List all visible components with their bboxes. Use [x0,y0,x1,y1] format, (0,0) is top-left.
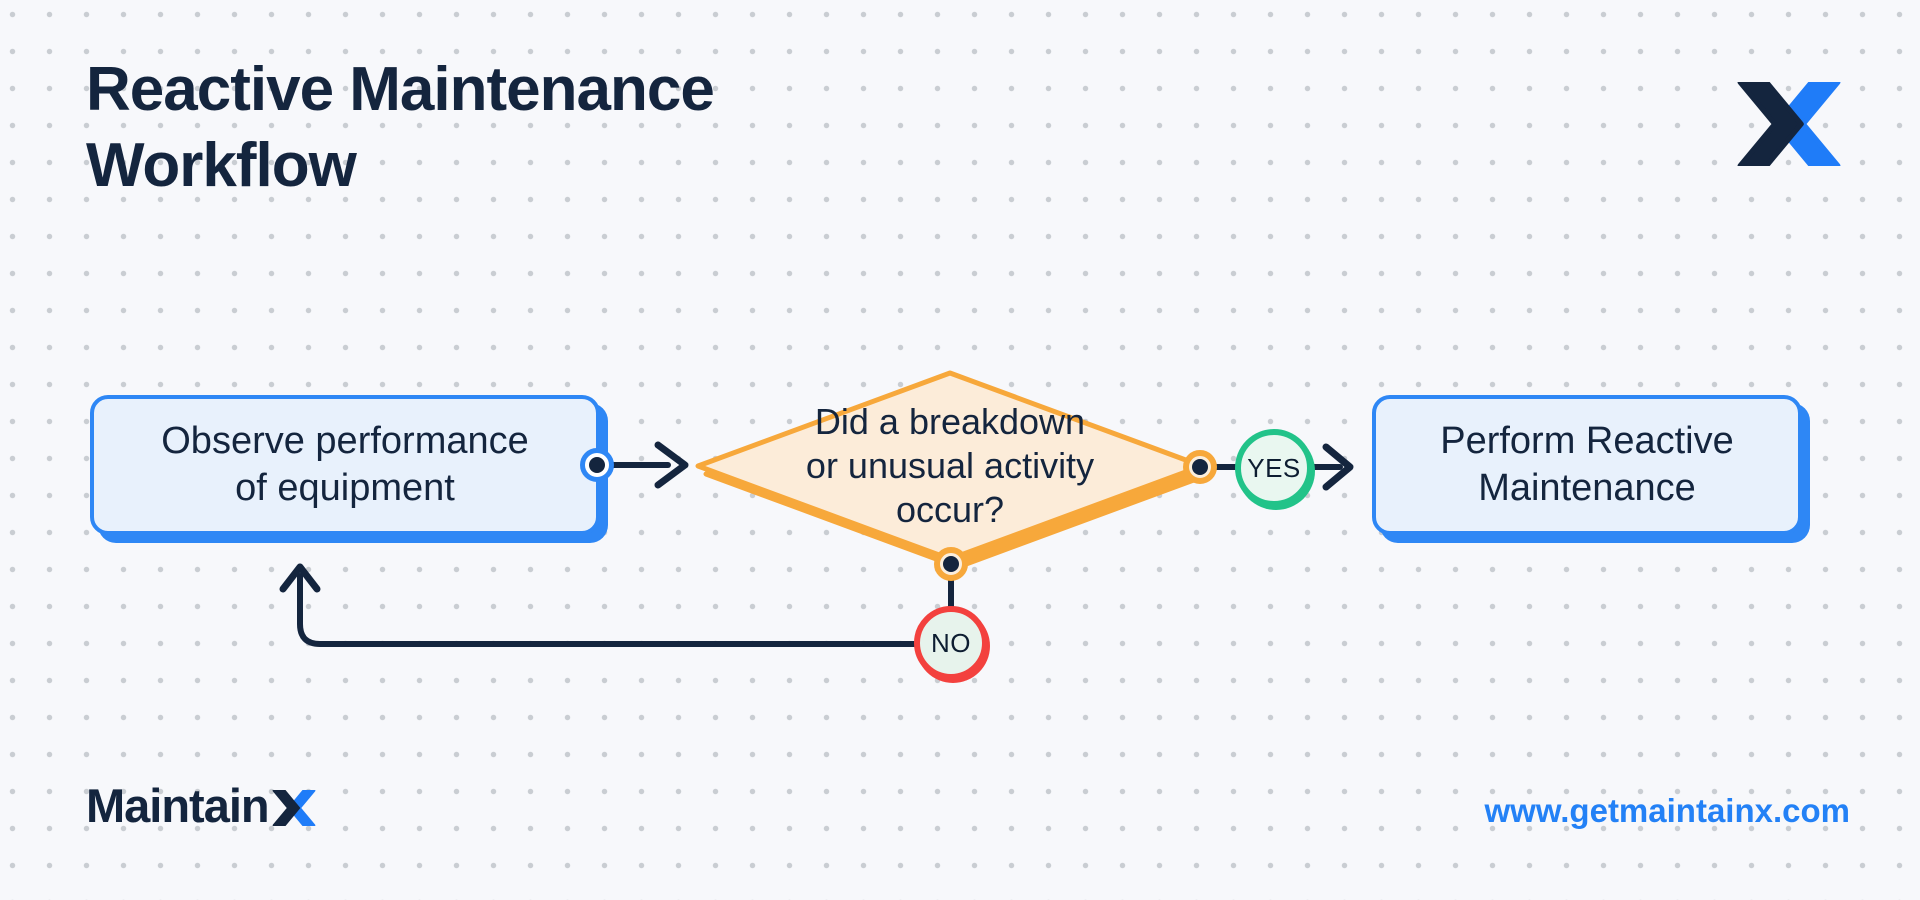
port-dot-icon [1192,459,1208,475]
page-title: Reactive Maintenance Workflow [86,52,715,204]
brand-x-navy-chevron [272,789,300,826]
yes-to-perform-arrowhead-icon [1322,443,1354,491]
no-badge-label: NO [931,627,971,658]
observe-label-line1: Observe performance [161,420,529,462]
no-badge: NO [914,606,988,680]
port-dot-icon [943,556,959,572]
observe-output-port-icon [580,448,614,482]
perform-label-line1: Perform Reactive [1440,420,1734,462]
decision-label-line1: Did a breakdown [814,401,1086,442]
page-title-line2: Workflow [86,131,357,200]
brand-wordmark: Maintain [86,778,316,833]
observe-to-decision-arrowhead-icon [654,441,689,489]
no-return-line [297,573,917,647]
flow-decision-label: Did a breakdown or unusual activity occu… [760,400,1140,532]
decision-no-port-icon [934,547,968,581]
maintainx-x-logo-icon [1736,79,1842,169]
x-logo-svg [1737,79,1841,169]
flow-node-perform: Perform Reactive Maintenance [1372,395,1802,535]
yes-badge-label: YES [1247,452,1301,483]
brand-x-icon [272,789,315,826]
x-logo-navy-chevron [1737,79,1804,169]
brand-text: Maintain [86,779,270,832]
page-title-line1: Reactive Maintenance [86,55,715,124]
website-link[interactable]: www.getmaintainx.com [1484,792,1850,829]
decision-label-line2: or unusual activity [805,445,1095,486]
port-dot-icon [589,457,605,473]
observe-label-line2: of equipment [235,467,455,509]
decision-label-line3: occur? [895,489,1005,530]
no-return-arrowhead-icon [279,563,321,593]
decision-yes-port-icon [1183,450,1217,484]
perform-label-line2: Maintenance [1478,467,1696,509]
decision-diamond-shape [695,370,1213,570]
flow-node-observe: Observe performance of equipment [90,395,600,535]
yes-badge: YES [1235,429,1313,507]
